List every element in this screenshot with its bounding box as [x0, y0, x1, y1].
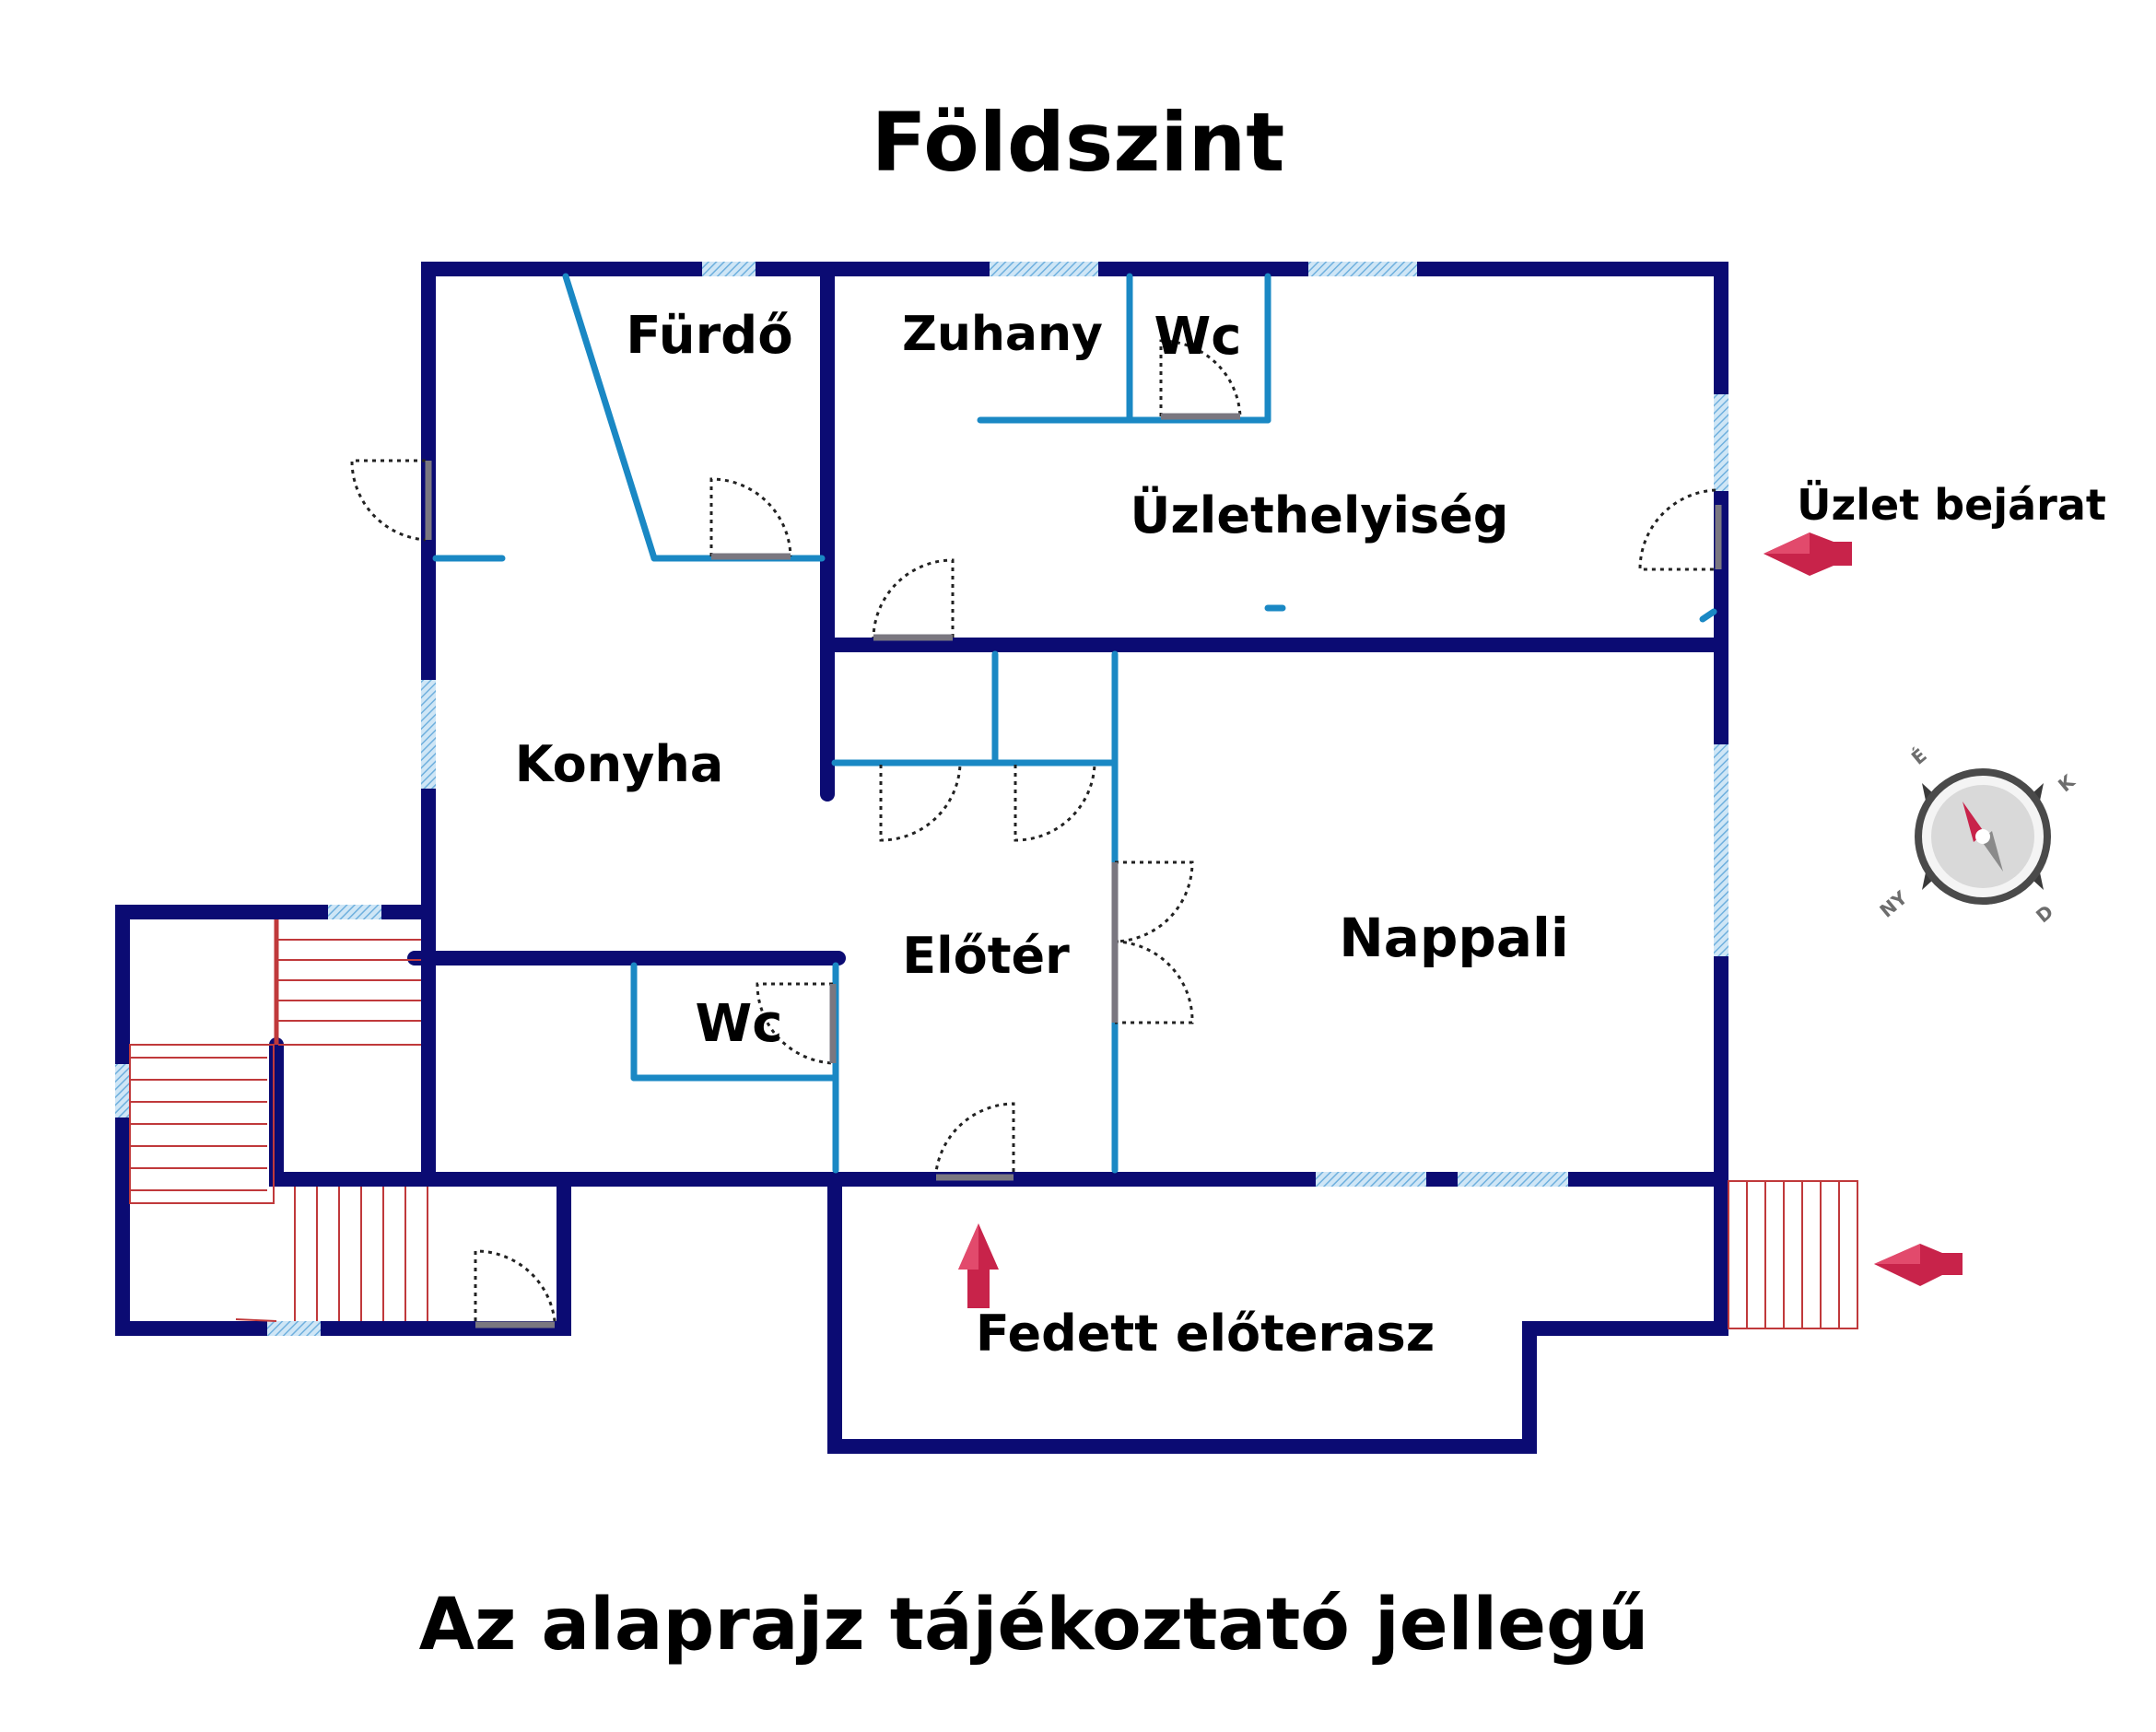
side-entrance-arrow-icon [1874, 1244, 1963, 1286]
room-label-wc-top: Wc [1154, 307, 1242, 367]
room-label-terasz: Fedett előterasz [976, 1305, 1435, 1363]
room-label-furdo: Fürdő [626, 306, 793, 366]
inner-walls [432, 273, 1717, 1174]
room-label-konyha: Konyha [515, 735, 724, 793]
door-swing [934, 1102, 1015, 1173]
doors [350, 339, 1717, 1322]
door-swing [350, 459, 427, 542]
arrow-icons [958, 532, 1963, 1308]
shop-entrance-arrow-icon [1763, 532, 1852, 576]
door-leaves [425, 413, 1722, 1328]
door-swing [1114, 860, 1194, 943]
compass-icon: É K D NY [1875, 744, 2080, 928]
disclaimer-footer: Az alaprajz tájékoztató jellegű [419, 1584, 1649, 1667]
door-swing [1114, 940, 1194, 1024]
door-swing [879, 764, 962, 842]
room-label-uzlethelyiseg: Üzlethelyiség [1131, 486, 1509, 544]
front-entrance-arrow-icon [958, 1223, 999, 1308]
room-label-zuhany: Zuhany [902, 307, 1103, 362]
door-swing [474, 1249, 557, 1322]
door-swing [709, 477, 792, 557]
door-swing [1638, 488, 1717, 571]
door-swing [1159, 339, 1242, 417]
compass-north: É [1907, 744, 1931, 769]
outer-walls [115, 262, 1728, 1454]
compass-east: K [2054, 769, 2080, 796]
room-label-wc-bottom: Wc [696, 994, 783, 1054]
room-label-nappali: Nappali [1339, 907, 1569, 969]
stairs [129, 919, 1858, 1329]
entrance-label: Üzlet bejárat [1797, 480, 2106, 530]
windows [115, 262, 1728, 1336]
page-title: Földszint [872, 95, 1285, 190]
compass-south: D [2032, 900, 2057, 927]
door-swing [872, 558, 955, 638]
door-swing [756, 982, 834, 1065]
compass-west: NY [1875, 886, 1912, 922]
room-label-eloter: Előtér [902, 927, 1070, 985]
room-labels: Fürdő Zuhany Wc Üzlethelyiség Konyha Elő… [515, 306, 2106, 1363]
door-swing [1014, 764, 1096, 842]
